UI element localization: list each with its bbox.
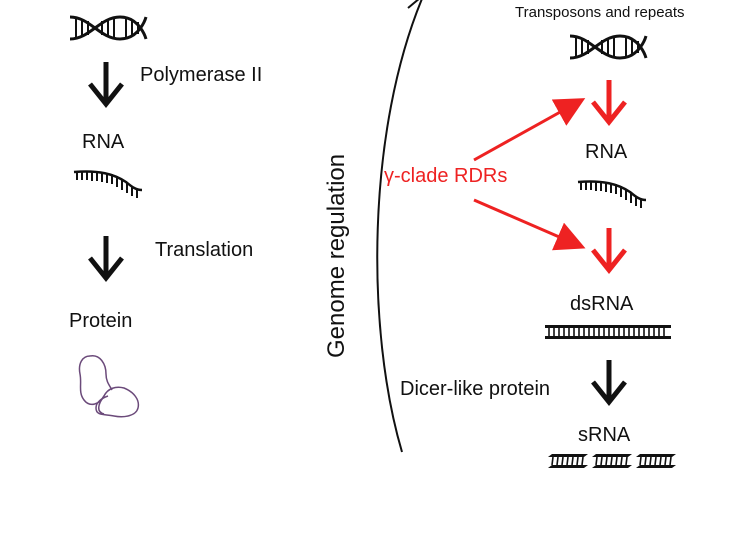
left-rna-icon <box>72 170 144 200</box>
dsrna-icon <box>544 324 672 340</box>
genome-regulation-curve <box>376 0 423 453</box>
right-red-arrow-1 <box>593 80 625 122</box>
polymerase-label: Polymerase II <box>140 64 262 86</box>
protein-label: Protein <box>69 310 132 332</box>
right-rna-icon <box>576 180 648 210</box>
translation-label: Translation <box>155 239 253 261</box>
dsrna-label: dsRNA <box>570 293 634 315</box>
right-rna-label: RNA <box>585 141 628 163</box>
left-arrow-1 <box>90 62 122 104</box>
genome-regulation-label: Genome regulation <box>323 154 350 358</box>
dicer-label: Dicer-like protein <box>400 378 550 400</box>
rdr-label: γ-clade RDRs <box>384 165 507 187</box>
left-rna-label: RNA <box>82 131 125 153</box>
right-black-arrow <box>593 360 625 402</box>
right-dna-icon <box>568 34 648 60</box>
protein-blob-icon <box>78 355 140 418</box>
srna-icon <box>547 453 677 469</box>
left-arrow-2 <box>90 236 122 278</box>
transposons-label: Transposons and repeats <box>515 4 685 21</box>
right-red-arrow-2 <box>593 228 625 270</box>
rdr-arrow-up <box>473 98 586 162</box>
rdr-arrow-down <box>473 198 586 251</box>
left-dna-icon <box>68 15 148 41</box>
srna-label: sRNA <box>578 424 631 446</box>
